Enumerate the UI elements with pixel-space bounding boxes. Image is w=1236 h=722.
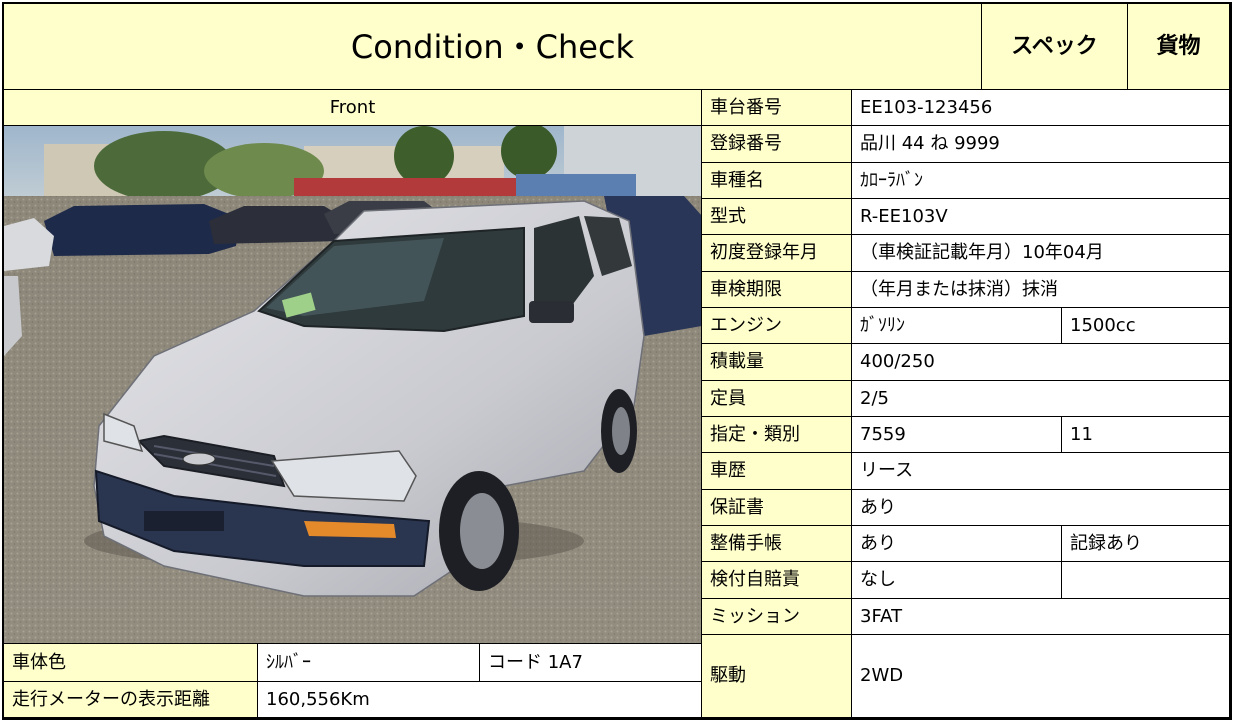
spec-value: ｶﾛｰﾗﾊﾞﾝ: [852, 163, 1230, 199]
spec-extra-value: 11: [1062, 417, 1230, 453]
odometer-label: 走行メーターの表示距離: [4, 682, 258, 718]
tab-cargo[interactable]: 貨物: [1128, 4, 1230, 90]
body-color-label: 車体色: [4, 644, 258, 682]
spec-value: あり: [852, 490, 1230, 526]
spec-extra-value: 記録あり: [1062, 526, 1230, 562]
spec-label: 車種名: [702, 163, 852, 199]
vehicle-photo: [4, 126, 702, 644]
odometer-value: 160,556Km: [258, 682, 702, 718]
spec-value: 品川 44 ね 9999: [852, 126, 1230, 163]
tab-spec[interactable]: スペック: [982, 4, 1128, 90]
spec-label: ミッション: [702, 599, 852, 635]
spec-value: （年月または抹消）抹消: [852, 272, 1230, 308]
spec-label: 積載量: [702, 344, 852, 381]
spec-label: 指定・類別: [702, 417, 852, 453]
spec-label: 定員: [702, 381, 852, 417]
spec-label: 車検期限: [702, 272, 852, 308]
spec-value: R-EE103V: [852, 199, 1230, 235]
spec-value: 7559: [852, 417, 1062, 453]
spec-value: （車検証記載年月）10年04月: [852, 235, 1230, 272]
spec-value: 2WD: [852, 635, 1230, 718]
spec-value: ｶﾞｿﾘﾝ: [852, 308, 1062, 344]
spec-value: 2/5: [852, 381, 1230, 417]
spec-extra-value: [1062, 562, 1230, 599]
spec-label: 型式: [702, 199, 852, 235]
spec-extra-value: 1500cc: [1062, 308, 1230, 344]
spec-value: EE103-123456: [852, 90, 1230, 126]
spec-value: 3FAT: [852, 599, 1230, 635]
spec-label: エンジン: [702, 308, 852, 344]
spec-value: 400/250: [852, 344, 1230, 381]
spec-label: 初度登録年月: [702, 235, 852, 272]
sheet-title: Condition・Check: [4, 4, 982, 90]
spec-value: あり: [852, 526, 1062, 562]
photo-caption: Front: [4, 90, 702, 126]
spec-label: 保証書: [702, 490, 852, 526]
color-code-value: コード 1A7: [480, 644, 702, 682]
spec-value: なし: [852, 562, 1062, 599]
spec-label: 車歴: [702, 453, 852, 490]
spec-value: リース: [852, 453, 1230, 490]
spec-label: 整備手帳: [702, 526, 852, 562]
spec-label: 車台番号: [702, 90, 852, 126]
body-color-value: ｼﾙﾊﾞｰ: [258, 644, 480, 682]
spec-label: 駆動: [702, 635, 852, 718]
spec-label: 検付自賠責: [702, 562, 852, 599]
spec-label: 登録番号: [702, 126, 852, 163]
